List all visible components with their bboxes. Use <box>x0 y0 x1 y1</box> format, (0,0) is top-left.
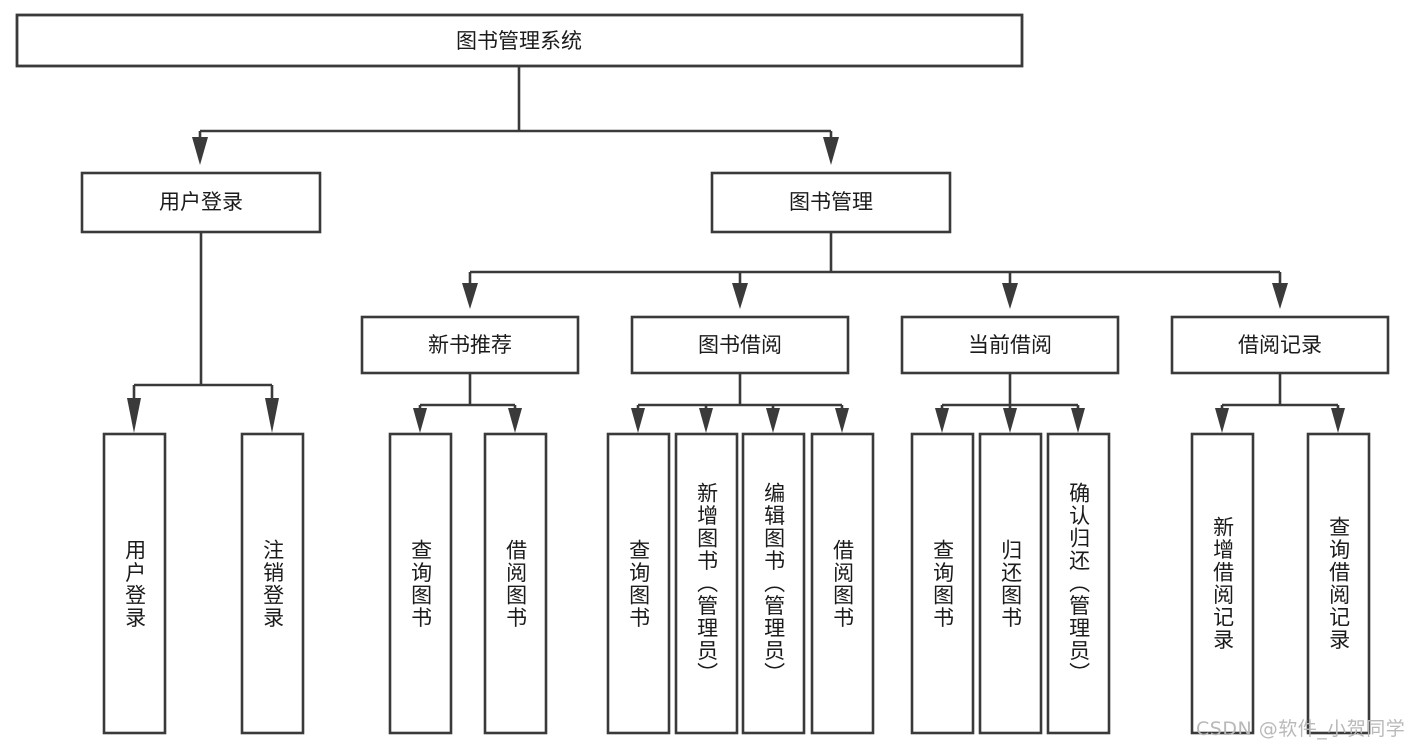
leaf-query-book-3[interactable]: 查询图书 <box>912 434 973 733</box>
arrowhead-root-to-user-login <box>192 137 208 165</box>
leaf-borrow-book-1-box[interactable] <box>483 432 548 735</box>
arrowhead-borrow-record-leaf-1 <box>1215 408 1229 433</box>
arrowhead-current-borrow-leaf-3 <box>1071 408 1085 433</box>
leaf-add-book-label: 新增图书（管理员） <box>694 482 719 685</box>
arrowhead-book-borrow-leaf-4 <box>835 408 849 433</box>
leaf-add-book[interactable]: 新增图书（管理员） <box>676 434 737 733</box>
arrowhead-to-borrow-record <box>1272 283 1288 309</box>
leaf-query-book-2[interactable]: 查询图书 <box>608 434 669 733</box>
arrowhead-book-borrow-leaf-2 <box>699 408 713 433</box>
leaf-query-book-1-label: 查询图书 <box>408 538 433 629</box>
leaf-edit-book[interactable]: 编辑图书（管理员） <box>743 434 804 733</box>
arrowhead-root-to-book-manage <box>823 137 839 165</box>
leaf-borrow-book-2-label: 借阅图书 <box>830 538 855 629</box>
leaf-user-login-label: 用户登录 <box>122 538 147 629</box>
leaf-user-login-box[interactable] <box>102 432 167 735</box>
node-current-borrow-label: 当前借阅 <box>968 333 1052 357</box>
leaf-borrow-book-2[interactable]: 借阅图书 <box>812 434 873 733</box>
leaf-user-logout-box[interactable] <box>240 432 305 735</box>
leaf-add-book-box[interactable] <box>674 432 739 735</box>
leaf-query-record-box[interactable] <box>1306 432 1371 735</box>
arrowhead-to-book-borrow <box>732 283 748 309</box>
node-new-book-rec-box[interactable] <box>360 315 580 375</box>
arrowhead-book-borrow-leaf-1 <box>631 408 645 433</box>
node-current-borrow-box[interactable] <box>900 315 1120 375</box>
node-borrow-record-label: 借阅记录 <box>1238 333 1322 357</box>
arrowhead-user-login-leaf-2 <box>265 398 279 433</box>
leaf-query-record[interactable]: 查询借阅记录 <box>1308 434 1369 733</box>
arrowhead-user-login-leaf-1 <box>127 398 141 433</box>
node-new-book-rec-label: 新书推荐 <box>428 333 512 357</box>
arrowhead-new-book-rec-leaf-1 <box>413 408 427 433</box>
leaf-query-book-3-label: 查询图书 <box>930 538 955 629</box>
leaf-query-book-1-box[interactable] <box>388 432 453 735</box>
node-book-borrow-label: 图书借阅 <box>698 333 782 357</box>
node-root-label: 图书管理系统 <box>456 29 582 53</box>
leaf-query-book-1[interactable]: 查询图书 <box>390 434 451 733</box>
leaf-query-record-label: 查询借阅记录 <box>1326 516 1351 651</box>
leaf-add-record[interactable]: 新增借阅记录 <box>1192 434 1253 733</box>
leaf-borrow-book-1[interactable]: 借阅图书 <box>485 434 546 733</box>
leaf-query-book-2-box[interactable] <box>606 432 671 735</box>
leaf-return-book[interactable]: 归还图书 <box>980 434 1041 733</box>
leaf-return-book-label: 归还图书 <box>998 538 1023 629</box>
leaf-confirm-return-box[interactable] <box>1046 432 1111 735</box>
arrowhead-book-borrow-leaf-3 <box>766 408 780 433</box>
leaf-query-book-2-label: 查询图书 <box>626 538 651 629</box>
arrowhead-to-new-book-rec <box>462 283 478 309</box>
leaf-edit-book-label: 编辑图书（管理员） <box>761 482 786 685</box>
leaf-borrow-book-1-label: 借阅图书 <box>503 538 528 629</box>
arrowhead-new-book-rec-leaf-2 <box>508 408 522 433</box>
arrowhead-borrow-record-leaf-2 <box>1331 408 1345 433</box>
arrowhead-current-borrow-leaf-2 <box>1003 408 1017 433</box>
csdn-watermark: CSDN @软件_小贺同学 <box>1196 718 1405 740</box>
leaf-edit-book-box[interactable] <box>741 432 806 735</box>
leaf-borrow-book-2-box[interactable] <box>810 432 875 735</box>
node-book-borrow-box[interactable] <box>630 315 850 375</box>
leaf-user-logout-label: 注销登录 <box>260 538 285 629</box>
arrowhead-current-borrow-leaf-1 <box>935 408 949 433</box>
node-book-manage-label: 图书管理 <box>789 190 873 214</box>
leaf-add-record-label: 新增借阅记录 <box>1210 516 1235 651</box>
leaf-confirm-return-label: 确认归还（管理员） <box>1066 482 1091 685</box>
leaf-add-record-box[interactable] <box>1190 432 1255 735</box>
leaf-return-book-box[interactable] <box>978 432 1043 735</box>
leaf-query-book-3-box[interactable] <box>910 432 975 735</box>
arrowhead-to-current-borrow <box>1002 283 1018 309</box>
leaf-user-logout[interactable]: 注销登录 <box>242 434 303 733</box>
leaf-confirm-return[interactable]: 确认归还（管理员） <box>1048 434 1109 733</box>
node-root-box[interactable] <box>15 13 1024 68</box>
node-user-login-label: 用户登录 <box>159 190 243 214</box>
leaf-user-login[interactable]: 用户登录 <box>104 434 165 733</box>
